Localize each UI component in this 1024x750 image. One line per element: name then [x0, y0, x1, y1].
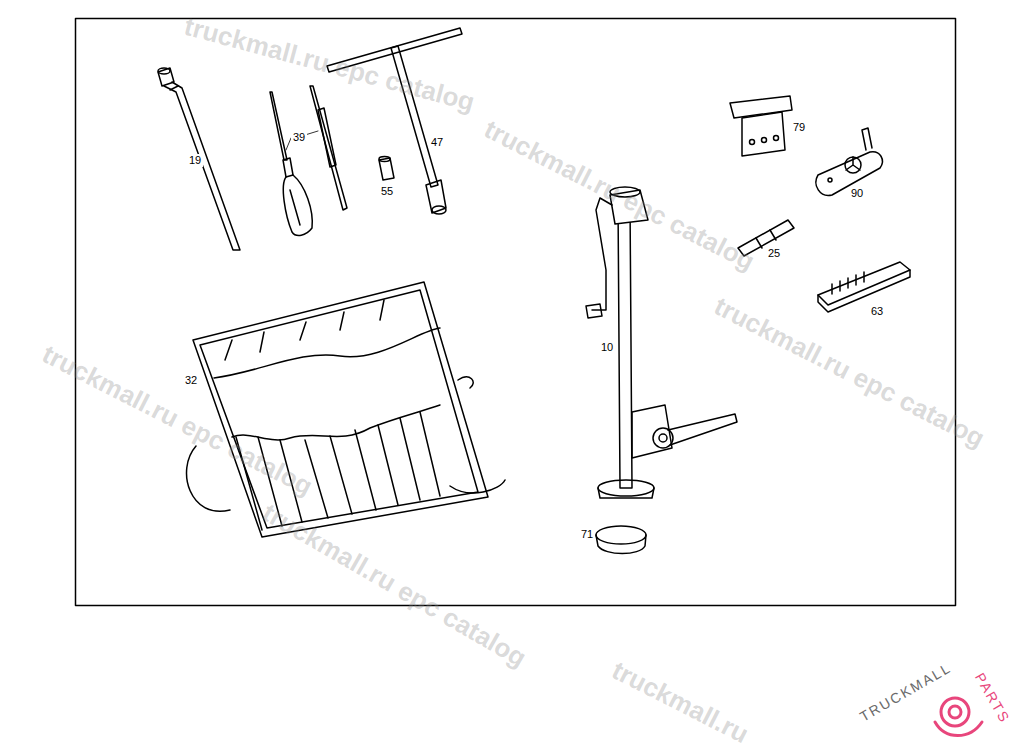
callout-number: 19 — [187, 154, 203, 167]
fuse-box — [818, 262, 910, 312]
logo-text: PARTS — [973, 671, 1013, 726]
callout-number: 25 — [766, 247, 782, 260]
tool-roll — [187, 282, 505, 537]
sleeve — [379, 157, 394, 181]
logo-gear — [935, 698, 982, 736]
jack-ring — [596, 526, 646, 554]
key-fob — [816, 128, 882, 195]
callout-number: 47 — [429, 136, 445, 149]
callout-number: 55 — [379, 185, 395, 198]
screwdriver-blade — [310, 86, 347, 210]
watermark-text: truckmall.ru epc catalog — [182, 13, 478, 116]
callout-number: 10 — [599, 341, 615, 354]
screwdriver — [270, 92, 312, 235]
watermark-text: truckmall.ru — [608, 657, 752, 748]
callout-number: 32 — [183, 374, 199, 387]
callout-number: 39 — [291, 131, 307, 144]
callout-number: 71 — [579, 528, 595, 541]
wheel-wrench — [158, 68, 240, 250]
callout-number: 90 — [849, 187, 865, 200]
watermark-text: truckmall.ru epc catalog — [481, 116, 759, 275]
logo-text: TRUCKMALL — [857, 660, 953, 724]
callout-number: 63 — [869, 305, 885, 318]
watermark-text: truckmall.ru epc catalog — [259, 499, 531, 671]
bracket — [730, 96, 792, 156]
watermark-text: truckmall.ru epc catalog — [39, 341, 317, 500]
callout-number: 79 — [791, 121, 807, 134]
leader-lines — [286, 131, 318, 150]
frame — [76, 19, 956, 606]
watermark-text: truckmall.ru epc catalog — [711, 293, 989, 452]
